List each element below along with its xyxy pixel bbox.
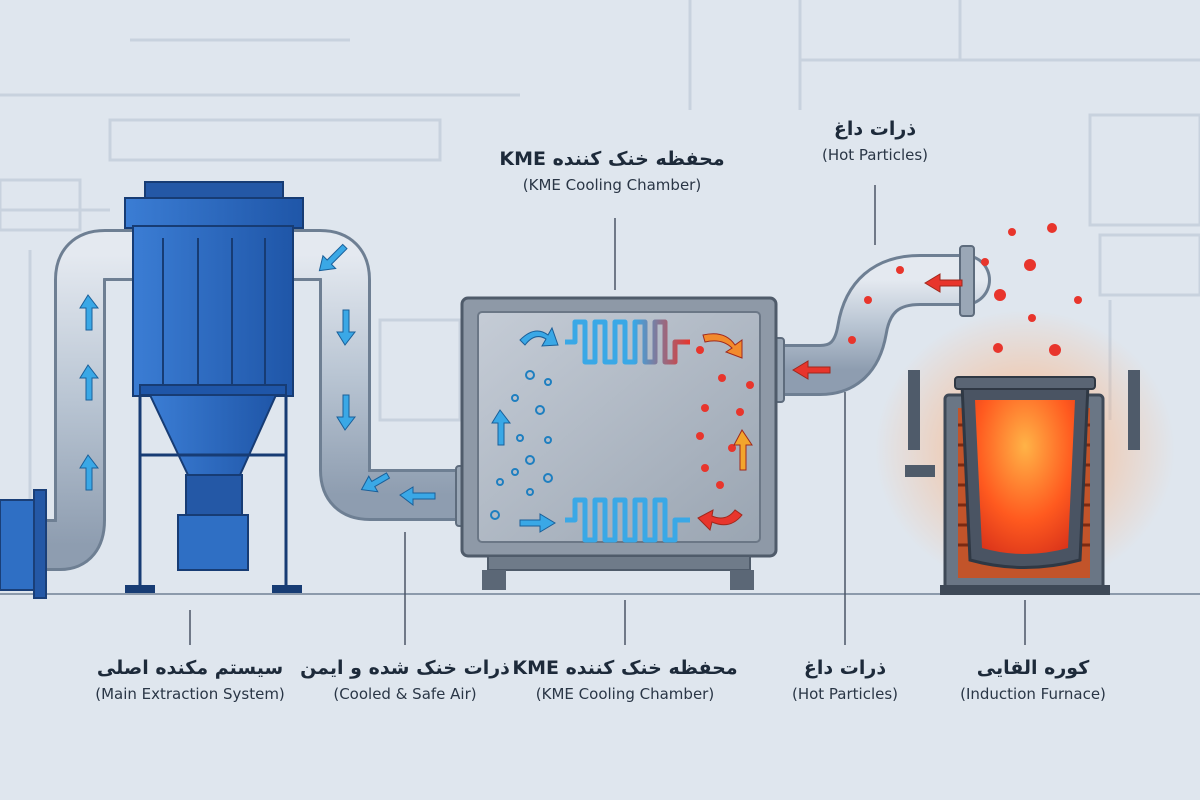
leader-lines (189, 185, 1026, 645)
label-hot-top: ذرات داغ (Hot Particles) (822, 118, 928, 164)
label-cooled-air-fa: ذرات خنک شده و ایمن (300, 657, 510, 679)
cool-particles (490, 370, 553, 520)
label-main-extraction-fa: سیستم مکنده اصلی (96, 657, 284, 679)
hot-particles (696, 223, 1082, 489)
label-chamber-top-fa: محفظه خنک کننده KME (499, 148, 725, 170)
kme-cooling-chamber (460, 296, 778, 590)
top-coil (565, 319, 690, 365)
hot-flow-arrows (697, 273, 963, 531)
label-chamber-bottom-en: (KME Cooling Chamber) (535, 685, 715, 703)
cool-flow-arrows (79, 243, 559, 533)
label-cooled-air-en: (Cooled & Safe Air) (333, 685, 477, 703)
label-hot-top-fa: ذرات داغ (833, 118, 917, 140)
ducting (14, 229, 991, 571)
main-extraction-system (124, 181, 304, 593)
label-hot-bottom-en: (Hot Particles) (791, 685, 899, 703)
bottom-coil (565, 497, 690, 543)
label-cooled-air: ذرات خنک شده و ایمن (Cooled & Safe Air) (300, 657, 510, 703)
label-main-extraction: سیستم مکنده اصلی (Main Extraction System… (95, 657, 285, 703)
label-furnace-fa: کوره القایی (976, 657, 1090, 679)
label-furnace: کوره القایی (Induction Furnace) (960, 657, 1106, 703)
label-chamber-bottom: محفظه خنک کننده KME (KME Cooling Chamber… (512, 657, 737, 703)
outlet-fan (0, 489, 47, 599)
label-chamber-bottom-fa: محفظه خنک کننده KME (512, 657, 738, 679)
label-furnace-en: (Induction Furnace) (960, 685, 1106, 703)
induction-furnace (875, 310, 1175, 595)
label-main-extraction-en: (Main Extraction System) (95, 685, 285, 703)
label-hot-bottom: ذرات داغ (Hot Particles) (792, 657, 898, 703)
label-hot-bottom-fa: ذرات داغ (803, 657, 887, 679)
label-hot-top-en: (Hot Particles) (821, 146, 929, 164)
label-chamber-top: محفظه خنک کننده KME (KME Cooling Chamber… (499, 148, 724, 194)
label-chamber-top-en: (KME Cooling Chamber) (522, 176, 702, 194)
